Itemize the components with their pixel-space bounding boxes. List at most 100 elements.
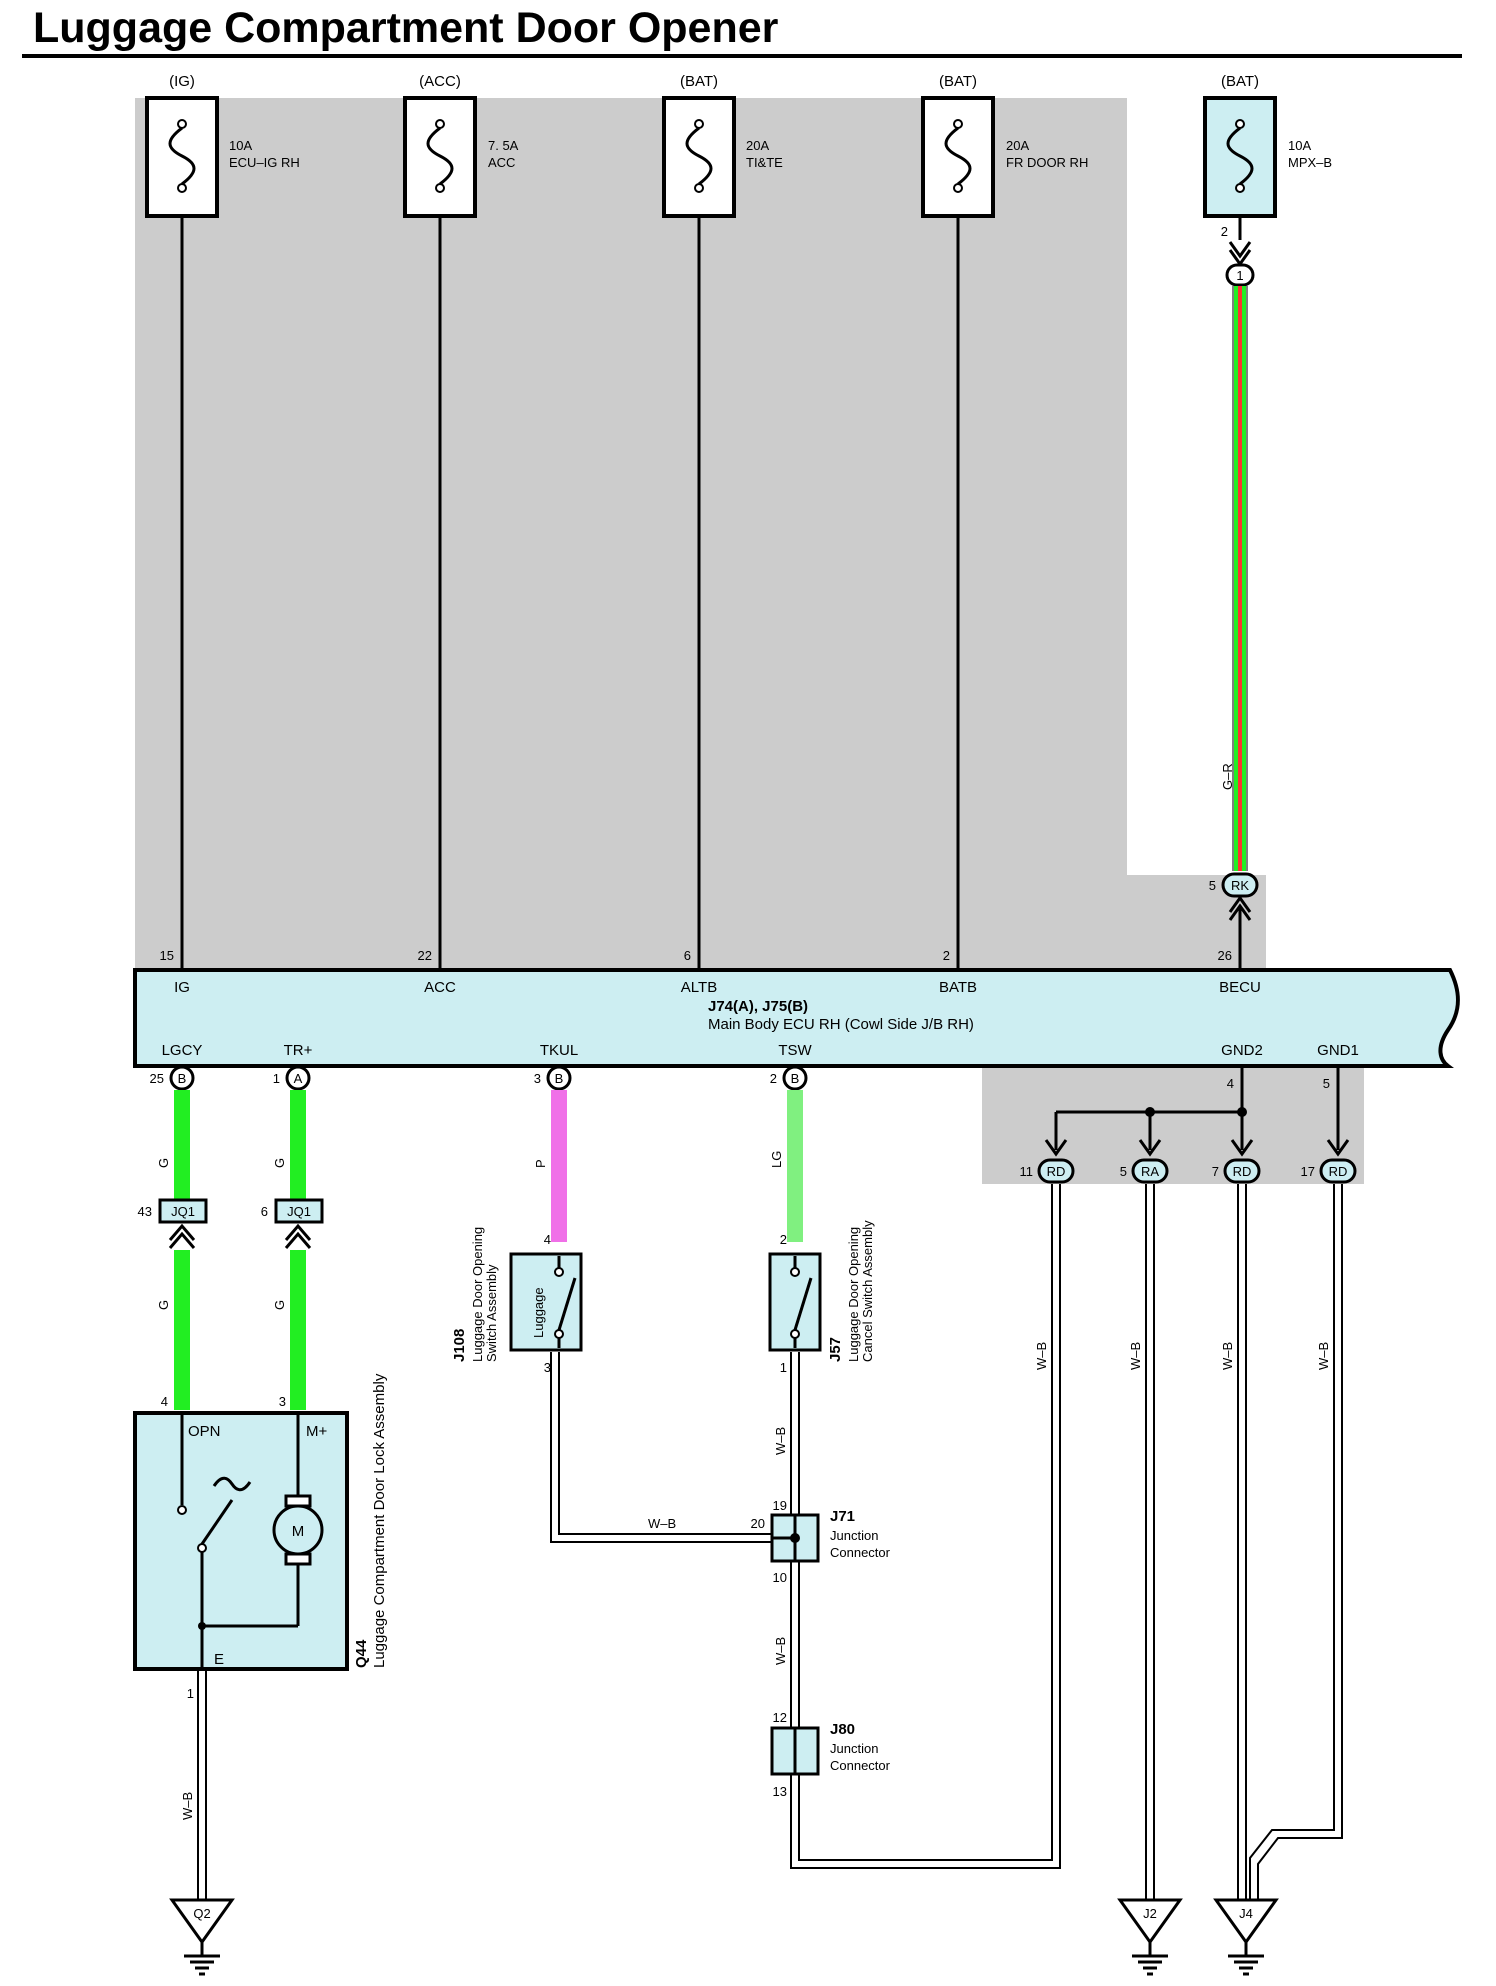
switch-contact-icon bbox=[200, 1499, 234, 1545]
svg-text:10A: 10A bbox=[229, 138, 252, 153]
svg-text:RD: RD bbox=[1047, 1164, 1066, 1179]
svg-text:15: 15 bbox=[160, 948, 174, 963]
svg-text:RA: RA bbox=[1141, 1164, 1159, 1179]
page-title: Luggage Compartment Door Opener bbox=[33, 4, 779, 52]
svg-text:7. 5A: 7. 5A bbox=[488, 138, 519, 153]
svg-text:G: G bbox=[156, 1300, 171, 1310]
svg-text:(ACC): (ACC) bbox=[419, 73, 461, 90]
svg-text:3: 3 bbox=[534, 1071, 541, 1086]
svg-text:W–B: W–B bbox=[1220, 1342, 1235, 1370]
connector-arrow-icon bbox=[1326, 1139, 1350, 1157]
svg-text:20A: 20A bbox=[1006, 138, 1029, 153]
ecu-pin-tkul: B 3 bbox=[534, 1065, 572, 1091]
q44-name: Luggage Compartment Door Lock Assembly bbox=[371, 1373, 388, 1668]
fuse-element-icon bbox=[944, 126, 972, 186]
svg-text:1: 1 bbox=[1236, 268, 1243, 283]
svg-text:JQ1: JQ1 bbox=[171, 1204, 195, 1219]
q44-terminal-m-plus: M+ bbox=[306, 1423, 327, 1440]
svg-text:B: B bbox=[791, 1071, 800, 1086]
svg-text:W–B: W–B bbox=[1316, 1342, 1331, 1370]
fuse-element-icon bbox=[168, 126, 196, 186]
luggage-opening-switch-j108 bbox=[509, 1252, 583, 1352]
wire-g-tr-upper bbox=[290, 1090, 306, 1200]
wire-lg bbox=[787, 1090, 803, 1242]
connector-arrow-icon bbox=[1044, 1139, 1068, 1157]
ecu-terminal-lgcy: LGCY bbox=[162, 1042, 203, 1059]
connector-rd-11: RD 11 bbox=[1020, 1158, 1075, 1184]
svg-text:6: 6 bbox=[261, 1204, 268, 1219]
fuse-fr-door-rh: (BAT) 20A FR DOOR RH bbox=[921, 73, 1088, 218]
ecu-pin-lgcy: B 25 bbox=[150, 1065, 195, 1091]
svg-text:(BAT): (BAT) bbox=[680, 73, 718, 90]
svg-text:2: 2 bbox=[780, 1232, 787, 1247]
svg-text:MPX–B: MPX–B bbox=[1288, 155, 1332, 170]
switch-contact-icon bbox=[557, 1277, 577, 1331]
svg-text:43: 43 bbox=[138, 1204, 152, 1219]
j57-code: J57 bbox=[827, 1337, 844, 1362]
ecu-pin-tr-plus: A 1 bbox=[273, 1065, 311, 1091]
svg-text:Luggage: Luggage bbox=[531, 1287, 546, 1338]
svg-text:W–B: W–B bbox=[180, 1792, 195, 1820]
svg-text:G: G bbox=[156, 1158, 171, 1168]
svg-text:13: 13 bbox=[773, 1784, 787, 1799]
svg-text:J4: J4 bbox=[1239, 1906, 1253, 1921]
ground-j4: J4 bbox=[1214, 1898, 1278, 1976]
svg-text:TI&TE: TI&TE bbox=[746, 155, 783, 170]
fuse-element-icon bbox=[1226, 126, 1254, 186]
ecu-terminal-ig: IG bbox=[174, 979, 190, 996]
ecu-code: J74(A), J75(B) bbox=[708, 998, 808, 1015]
svg-text:Q2: Q2 bbox=[193, 1906, 210, 1921]
svg-text:W–B: W–B bbox=[1128, 1342, 1143, 1370]
svg-text:A: A bbox=[294, 1071, 303, 1086]
svg-text:1: 1 bbox=[273, 1071, 280, 1086]
ecu-terminal-gnd1: GND1 bbox=[1317, 1042, 1359, 1059]
svg-text:7: 7 bbox=[1212, 1164, 1219, 1179]
wire-g-lgcy-lower bbox=[174, 1250, 190, 1410]
svg-text:ECU–IG RH: ECU–IG RH bbox=[229, 155, 300, 170]
svg-text:17: 17 bbox=[1301, 1164, 1315, 1179]
fuse-mpx-b: (BAT) 10A MPX–B bbox=[1203, 73, 1332, 218]
svg-text:RK: RK bbox=[1231, 878, 1249, 893]
junction-block-shade bbox=[135, 98, 1127, 978]
solenoid-icon bbox=[212, 1476, 252, 1492]
ecu-terminal-gnd2: GND2 bbox=[1221, 1042, 1263, 1059]
svg-text:2: 2 bbox=[770, 1071, 777, 1086]
svg-text:Cancel Switch Assembly: Cancel Switch Assembly bbox=[860, 1220, 875, 1362]
connector-arrow-icon bbox=[168, 1223, 196, 1249]
svg-text:5: 5 bbox=[1120, 1164, 1127, 1179]
fuse-ti-te: (BAT) 20A TI&TE bbox=[662, 73, 783, 218]
svg-text:19: 19 bbox=[773, 1498, 787, 1513]
j108-code: J108 bbox=[451, 1329, 468, 1362]
svg-text:FR DOOR RH: FR DOOR RH bbox=[1006, 155, 1088, 170]
ecu-name: Main Body ECU RH (Cowl Side J/B RH) bbox=[708, 1016, 974, 1033]
connector-arrow-icon bbox=[1230, 1139, 1254, 1157]
svg-text:20A: 20A bbox=[746, 138, 769, 153]
ecu-terminal-altb: ALTB bbox=[681, 979, 717, 996]
j80-code: J80 bbox=[830, 1721, 855, 1738]
svg-text:Junction: Junction bbox=[830, 1528, 878, 1543]
svg-text:10A: 10A bbox=[1288, 138, 1311, 153]
svg-text:J2: J2 bbox=[1143, 1906, 1157, 1921]
fuse-acc: (ACC) 7. 5A ACC bbox=[403, 73, 519, 218]
svg-text:W–B: W–B bbox=[773, 1637, 788, 1665]
svg-text:G: G bbox=[272, 1158, 287, 1168]
svg-text:22: 22 bbox=[418, 948, 432, 963]
svg-text:4: 4 bbox=[161, 1394, 168, 1409]
ecu-terminal-batb: BATB bbox=[939, 979, 977, 996]
svg-text:(BAT): (BAT) bbox=[939, 73, 977, 90]
svg-text:11: 11 bbox=[1020, 1164, 1034, 1179]
svg-text:ACC: ACC bbox=[488, 155, 515, 170]
ecu-terminal-tsw: TSW bbox=[778, 1042, 812, 1059]
svg-text:Junction: Junction bbox=[830, 1741, 878, 1756]
wire-label-g-r: G–R bbox=[1220, 763, 1235, 790]
connector-arrow-icon bbox=[1138, 1139, 1162, 1157]
svg-text:(BAT): (BAT) bbox=[1221, 73, 1259, 90]
ground-j2: J2 bbox=[1118, 1898, 1182, 1976]
wire-g-tr-lower bbox=[290, 1250, 306, 1410]
svg-text:W–B: W–B bbox=[648, 1516, 676, 1531]
svg-text:W–B: W–B bbox=[1034, 1342, 1049, 1370]
svg-text:Luggage Door Opening: Luggage Door Opening bbox=[470, 1227, 485, 1362]
svg-text:B: B bbox=[555, 1071, 564, 1086]
svg-text:M: M bbox=[292, 1523, 305, 1540]
